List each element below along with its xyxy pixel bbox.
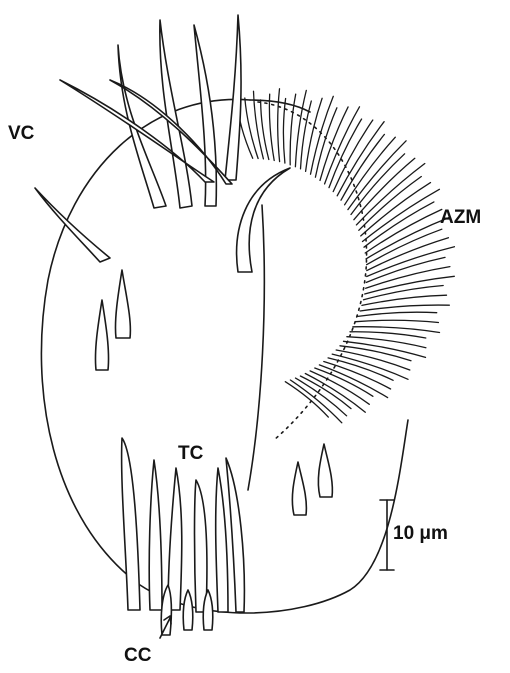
membranelle [315,108,337,177]
transverse-cirrus [226,458,244,612]
membranelle [245,98,258,159]
membranelle [348,141,406,210]
label-tc: TC [178,444,203,463]
membranelle [278,89,280,162]
transverse-cirrus [168,468,182,610]
ventral-cirrus [115,270,130,338]
label-scale: 10 μm [393,524,448,543]
caudal-cirrus [161,585,171,635]
transverse-cirrus [122,438,140,610]
membranelle [360,305,449,311]
frontal-cirrus [35,188,110,262]
membranelle [367,229,442,265]
frontal-cirrus [118,45,166,208]
membranelle [311,96,334,174]
transverse-cirri [122,438,245,612]
transverse-cirrus [195,480,207,612]
frontal-cirrus [225,15,241,180]
membranelle [364,286,444,300]
label-cc: CC [124,646,151,665]
ventral-cirrus [318,444,332,497]
label-azm: AZM [440,208,481,227]
transverse-cirrus [216,468,228,612]
membranelle [315,368,373,396]
frontal-cirri [35,15,290,272]
label-vc: VC [8,124,34,143]
membranelle [347,337,426,348]
ventral-cirrus [95,300,108,370]
adoral-membranelles [237,89,455,423]
ventral-cirrus [292,462,306,515]
membranelle [358,312,437,316]
membranelle [329,119,362,188]
membranelle [356,320,439,322]
transverse-cirrus [149,460,162,610]
caudal-cirrus [183,590,193,630]
buccal-lip [248,205,264,490]
membranelle [344,341,426,357]
membranelle [336,350,410,370]
